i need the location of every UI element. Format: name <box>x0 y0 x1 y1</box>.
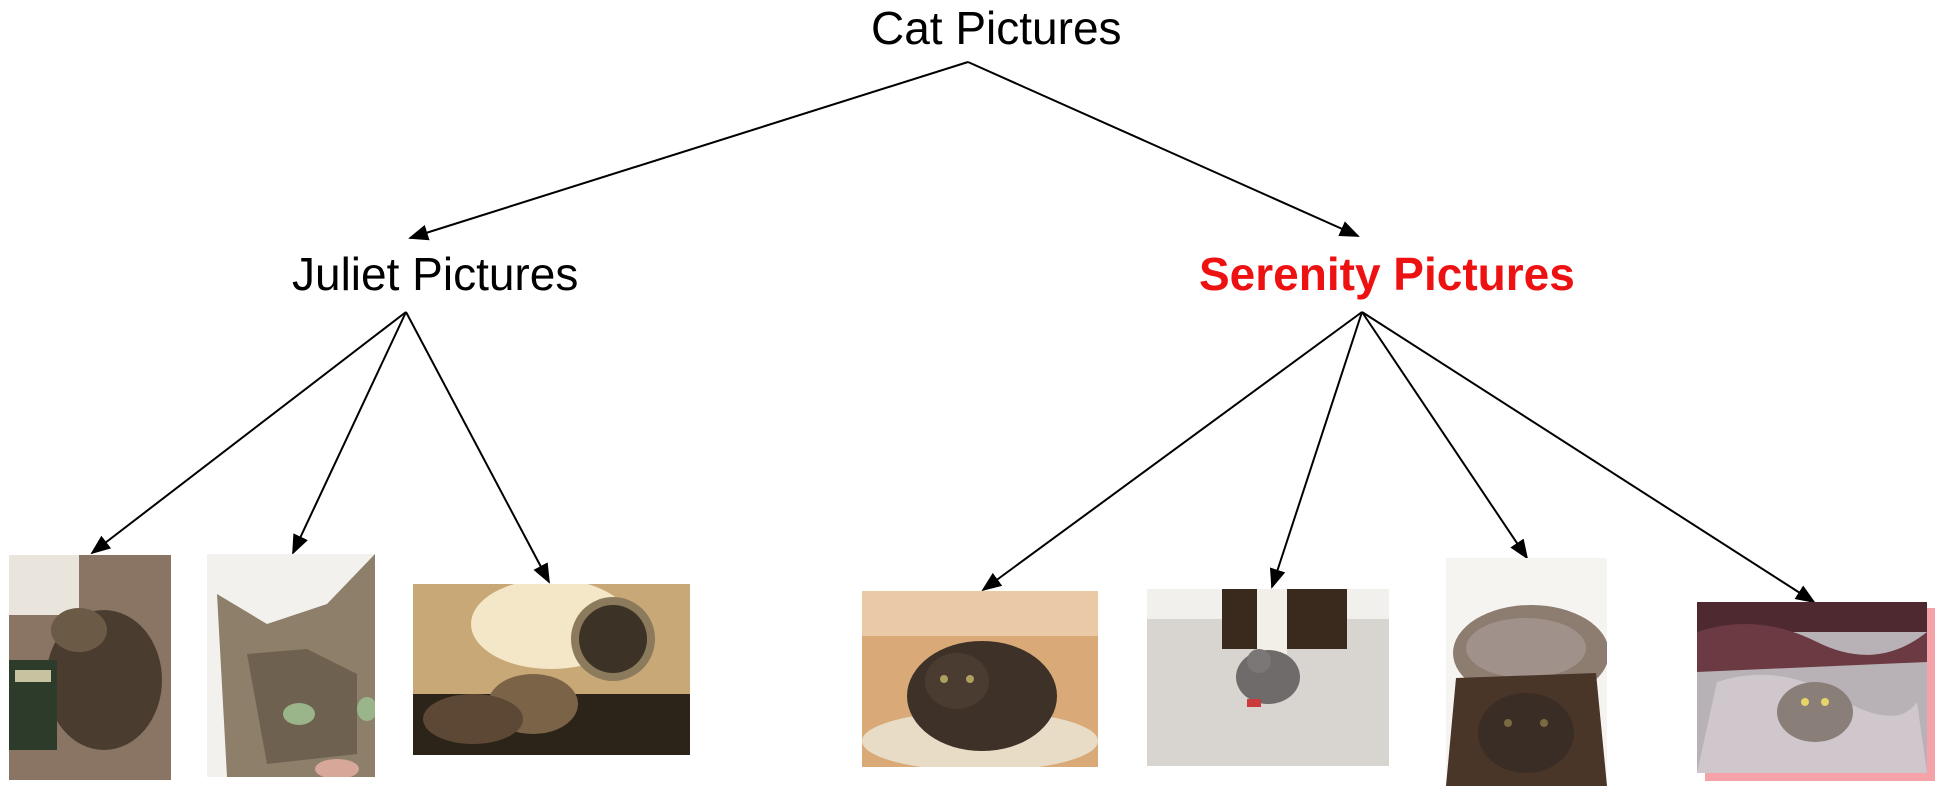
edge-serenity-to-photo-4 <box>1361 311 1816 604</box>
juliet-photo-2[interactable] <box>207 554 375 777</box>
serenity-photo-3[interactable] <box>1446 558 1607 786</box>
edge-juliet-to-photo-1 <box>90 311 407 555</box>
root-node-label[interactable]: Cat Pictures <box>871 2 1122 54</box>
juliet-photo-3[interactable] <box>413 584 690 755</box>
edge-serenity-to-photo-1 <box>981 311 1363 592</box>
juliet-node-label[interactable]: Juliet Pictures <box>292 248 579 300</box>
edge-juliet-to-photo-2 <box>292 311 407 555</box>
edge-root-to-juliet <box>408 61 969 241</box>
edge-root-to-serenity <box>967 61 1360 237</box>
edge-serenity-to-photo-3 <box>1361 311 1529 560</box>
serenity-photo-4[interactable] <box>1697 602 1927 773</box>
serenity-photo-2[interactable] <box>1147 589 1389 766</box>
edge-serenity-to-photo-2 <box>1269 311 1363 589</box>
edge-juliet-to-photo-3 <box>405 311 550 584</box>
juliet-photo-1[interactable] <box>9 555 171 780</box>
serenity-photo-1[interactable] <box>862 591 1098 767</box>
serenity-node-label[interactable]: Serenity Pictures <box>1199 248 1575 300</box>
